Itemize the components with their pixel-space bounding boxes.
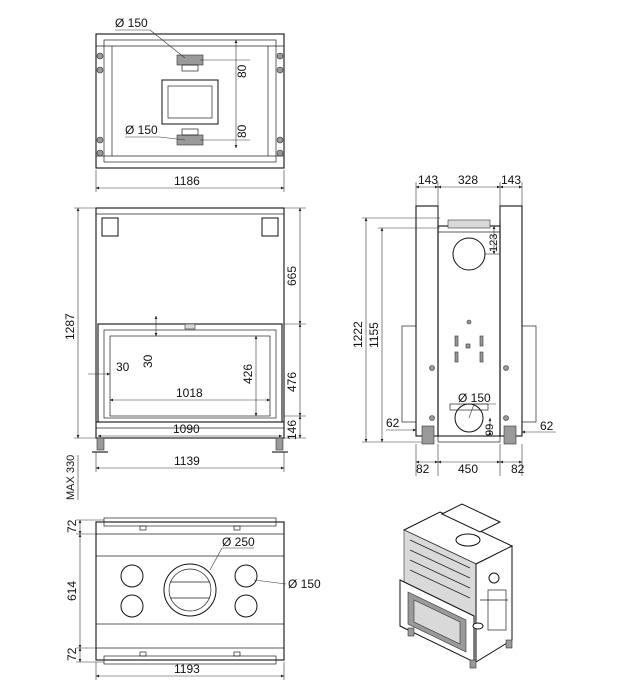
opening-width-label: 1090 [173,422,200,436]
side-left-label: 62 [386,416,400,430]
glass-inset-top-label: 30 [141,354,155,368]
small-pipe-label: Ø 150 [288,577,321,591]
front-upper-height-label: 665 [285,266,299,286]
bottom-offset-label: 80 [235,124,249,138]
side-right-label: 62 [540,419,554,433]
side-pipe-offset-label: 99 [484,424,496,436]
top-width-label: 1186 [174,174,200,188]
glass-width-label: 1018 [176,386,203,400]
isometric-view [399,503,514,669]
top-view: Ø 150 Ø 150 80 80 1186 [95,16,285,192]
bottom-view: 72 614 72 Ø 250 Ø 150 1193 [65,517,321,680]
top-pipe-diameter-label: Ø 150 [115,16,148,30]
corner-bolt-icon [96,52,284,157]
top-offset-label: 80 [235,64,249,78]
bottom-width-label: 1193 [174,662,200,676]
base-width-label: 1139 [174,454,200,468]
side-view: 143 328 143 1222 1155 123 Ø 150 99 62 62… [351,173,556,476]
foot-right-label: 82 [511,462,525,476]
front-view: 1287 665 476 146 30 30 426 1018 1090 113… [63,207,306,500]
side-bolt-icon [429,319,509,421]
side-width-right-label: 143 [501,173,521,187]
front-height-label: 1287 [63,313,77,340]
bottom-depth-bottom-label: 72 [65,647,79,661]
front-lower-height-label: 476 [285,372,299,392]
side-width-left-label: 143 [418,173,438,187]
bottom-pipe-diameter-label: Ø 150 [125,123,158,137]
max-leg-label: MAX 330 [65,455,77,500]
bottom-depth-top-label: 72 [65,519,79,533]
side-height-outer-label: 1222 [351,321,365,348]
side-top-offset-label: 123 [488,234,500,252]
bottom-depth-middle-label: 614 [65,581,79,601]
side-height-inner-label: 1155 [367,322,381,348]
foot-center-label: 450 [458,462,478,476]
side-width-center-label: 328 [458,173,478,187]
bottom-tab-icon [139,525,241,657]
glass-height-label: 426 [241,364,255,384]
foot-left-label: 82 [416,462,430,476]
front-base-height-label: 146 [285,420,299,440]
side-pipe-label: Ø 150 [458,391,491,405]
large-pipe-label: Ø 250 [222,535,255,549]
glass-inset-side-label: 30 [116,360,130,374]
